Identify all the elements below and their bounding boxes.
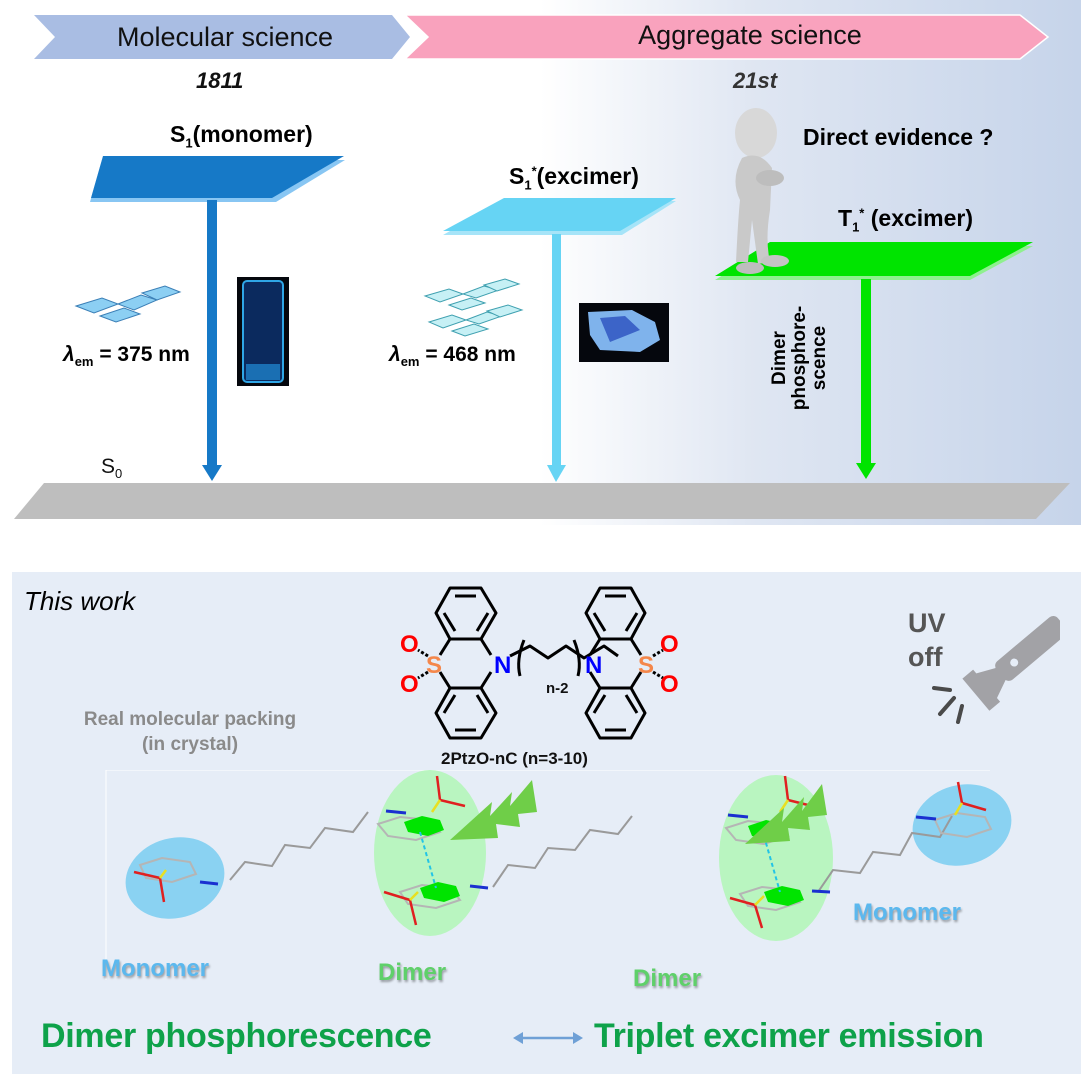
- s1-monomer-arrow-head: [202, 465, 222, 481]
- dimer-1-lightning-icon: [450, 780, 537, 840]
- left-oxygen-top: O: [400, 631, 419, 658]
- right-oxygen-bottom: O: [660, 671, 679, 698]
- triplet-excimer-emission-conclusion: Triplet excimer emission: [594, 1017, 984, 1055]
- year-21st: 21st: [733, 68, 778, 93]
- monomer-molecule-icon: [74, 285, 182, 323]
- monomer-right-highlight: [912, 784, 1012, 866]
- s1-excimer-arrow-head: [547, 465, 566, 482]
- s1-monomer-plate: [91, 156, 344, 198]
- right-nitrogen-atom: N: [585, 652, 602, 679]
- year-1811: 1811: [196, 68, 244, 93]
- left-oxygen-bottom: O: [400, 671, 419, 698]
- s0-label: S0: [101, 455, 123, 482]
- uv-off-label: UV off: [908, 608, 946, 672]
- dimer-phosphorescence-conclusion: Dimer phosphorescence: [41, 1017, 432, 1055]
- molecular-science-label: Molecular science: [116, 22, 334, 52]
- excimer-molecule-icon: [423, 278, 524, 337]
- left-sulfur-atom: S: [426, 652, 442, 679]
- dimer-1-bottom-ring: [420, 882, 460, 902]
- dimer-phosphorescence-vertical-label: Dimer phosphore- scence: [769, 305, 830, 411]
- dimer-1-highlight: [374, 770, 486, 936]
- t1-excimer-label: T1* (excimer): [838, 205, 974, 235]
- thinking-person-figure: [735, 108, 789, 274]
- monomer-left-label: Monomer: [101, 955, 209, 982]
- dimer-1-label: Dimer: [378, 959, 447, 986]
- t1-excimer-arrow-shaft: [861, 279, 871, 464]
- monomer-emission-wavelength: λem = 375 nm: [63, 343, 190, 370]
- s1-excimer-arrow-shaft: [552, 234, 561, 466]
- t1-excimer-plate: [715, 242, 1033, 276]
- double-arrow-icon: [513, 1032, 583, 1044]
- cuvette-photo: [237, 277, 289, 386]
- dimer-2-lightning-icon: [745, 784, 827, 844]
- molecular-science-banner: [34, 15, 410, 59]
- s1-excimer-plate: [443, 198, 676, 231]
- packing-label: Real molecular packing (in crystal): [83, 709, 297, 755]
- s1-monomer-arrow-shaft: [207, 200, 217, 466]
- right-oxygen-top: O: [660, 631, 679, 658]
- flashlight-icon: [932, 615, 1060, 724]
- left-nitrogen-atom: N: [494, 652, 511, 679]
- crystal-photo: [579, 303, 669, 362]
- direct-evidence-question: Direct evidence ?: [803, 124, 994, 150]
- this-work-title: This work: [24, 586, 136, 616]
- molecule-name: 2PtzO-nC (n=3-10): [441, 749, 588, 768]
- monomer-left-highlight: [125, 837, 225, 919]
- dimer-1-top-ring: [404, 816, 444, 836]
- aggregate-science-banner: [403, 14, 1050, 60]
- right-sulfur-atom: S: [638, 652, 654, 679]
- timeline-banners: [34, 14, 1050, 60]
- s1-monomer-label: S1(monomer): [170, 121, 313, 151]
- s1-excimer-label: S1*(excimer): [509, 163, 639, 193]
- excimer-emission-wavelength: λem = 468 nm: [389, 343, 516, 370]
- energy-diagram: [14, 108, 1070, 519]
- dimer-2-label: Dimer: [633, 965, 702, 992]
- dimer-1-pi-contact: [419, 831, 437, 889]
- crystal-packing-illustration: [105, 770, 1012, 980]
- repeat-unit-subscript: n-2: [546, 680, 569, 697]
- dimer-2-pi-contact: [763, 835, 781, 893]
- t1-excimer-arrow-head: [856, 463, 876, 479]
- dimer-2-bottom-ring: [764, 886, 804, 906]
- aggregate-science-label: Aggregate science: [638, 20, 862, 50]
- monomer-right-label: Monomer: [853, 899, 961, 926]
- s0-level-plate: [14, 483, 1070, 519]
- molecule-structure-2ptzo-nc: S N O O N S O O n-2: [400, 586, 679, 740]
